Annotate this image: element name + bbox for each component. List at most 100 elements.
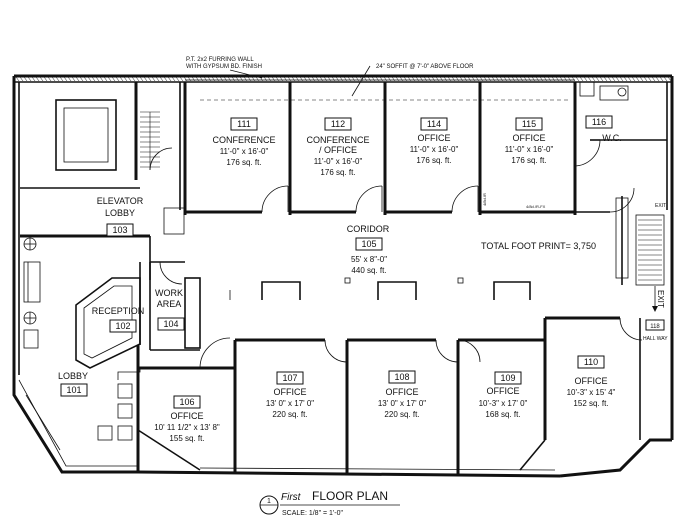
room-105-tag (355, 237, 383, 251)
room-107-dim: 13' 0" x 17' 0" (266, 399, 314, 408)
elevator-area (20, 82, 185, 280)
room-106-area: 155 sq. ft. (169, 434, 204, 443)
room-103-name2: LOBBY (105, 208, 135, 218)
title-block: 1 First FLOOR PLAN SCALE: 1/8" = 1'-0" (259, 489, 400, 517)
room-107-area: 220 sq. ft. (272, 410, 307, 419)
room-102-tag (109, 319, 137, 333)
room-108-dim: 13' 0" x 17' 0" (378, 399, 426, 408)
room-112-name: CONFERENCE (306, 135, 369, 145)
left-exterior-wall (12, 76, 138, 474)
title-script: First (281, 492, 302, 503)
room-105-name: CORIDOR (347, 224, 390, 234)
room-103-number: 103 (112, 225, 127, 235)
room-number-boxes (60, 115, 665, 409)
title-main: FLOOR PLAN (312, 489, 388, 503)
title-symbol-number: 1 (267, 498, 271, 505)
room-115-name: OFFICE (513, 133, 546, 143)
room-116-name: W.C. (602, 133, 622, 143)
room-101-tag (60, 383, 88, 397)
right-exterior-wall (559, 76, 674, 478)
room-110-dim: 10'-3" x 15' 4" (567, 388, 616, 397)
room-112-area: 176 sq. ft. (320, 168, 355, 177)
room-105-number: 105 (361, 239, 376, 249)
bottom-office-walls (136, 277, 643, 474)
room-108-name: OFFICE (386, 387, 419, 397)
room-110-number: 110 (584, 357, 598, 367)
plan-notes: P.T. 2x2 FURRING WALL WITH GYPSUM BD. FI… (186, 57, 668, 342)
room-112-name2: / OFFICE (319, 145, 357, 155)
room-108-area: 220 sq. ft. (384, 410, 419, 419)
exit-stair-label: EXIT (655, 203, 666, 209)
room-111-number: 111 (237, 119, 251, 129)
room-labels: 111 CONFERENCE 11'-0" x 16'-0" 176 sq. f… (58, 117, 660, 443)
room-101-name: LOBBY (58, 371, 88, 381)
room-107-tag (276, 371, 304, 385)
room-108-number: 108 (394, 372, 409, 382)
room-111-dim: 11'-0" x 16'-0" (220, 147, 269, 156)
room-115-area: 176 sq. ft. (511, 156, 546, 165)
room-109-number: 109 (500, 373, 515, 383)
title-scale: SCALE: 1/8" = 1'-0" (282, 510, 343, 517)
room-106-dim: 10' 11 1/2" x 13' 8" (154, 423, 220, 432)
total-footprint: TOTAL FOOT PRINT= 3,750 (481, 241, 596, 251)
room-115-dim: 11'-0" x 16'-0" (505, 145, 554, 154)
room-110-area: 152 sq. ft. (573, 399, 608, 408)
room-108-tag (388, 370, 416, 384)
room-114-area: 176 sq. ft. (416, 156, 451, 165)
room-107-name: OFFICE (274, 387, 307, 397)
room-116-number: 116 (592, 117, 606, 127)
room-111-tag (230, 117, 258, 131)
room-106-number: 106 (179, 397, 194, 407)
wc-fixtures (579, 81, 629, 141)
rated-wall-label: 4/8d./R-FX (526, 204, 546, 209)
room-106-name: OFFICE (171, 411, 204, 421)
room-109-dim: 10'-3" x 17' 0" (479, 399, 528, 408)
room-115-number: 115 (522, 119, 536, 129)
bottom-exterior-wall (137, 467, 561, 478)
room-102-name: RECEPTION (92, 306, 145, 316)
room-110-tag (577, 355, 605, 369)
room-111-area: 176 sq. ft. (226, 158, 261, 167)
room-104-name: WORK (155, 288, 183, 298)
room-114-tag (420, 117, 448, 131)
rated-wall-label-2: 4/8d./R (482, 193, 487, 206)
room-105-area: 440 sq. ft. (351, 266, 386, 275)
hall-way-label: HALL WAY (643, 336, 668, 342)
top-office-walls (183, 82, 667, 215)
room-109-name: OFFICE (487, 386, 520, 396)
room-104-name2: AREA (157, 299, 182, 309)
reception-area (75, 261, 201, 369)
top-exterior-wall (14, 74, 672, 83)
furring-note-line1: P.T. 2x2 FURRING WALL (186, 57, 254, 63)
room-102-number: 102 (115, 321, 130, 331)
room-101-number: 101 (66, 385, 81, 395)
room-105-dim: 55' x 8"-0" (351, 255, 387, 264)
soffit-note: 24" SOFFIT @ 7'-0" ABOVE FLOOR (376, 64, 474, 70)
room-116-tag (585, 115, 613, 129)
room-104-number: 104 (163, 319, 178, 329)
room-118-number: 118 (650, 324, 660, 330)
top-row-doors (261, 139, 635, 213)
room-110-name: OFFICE (575, 376, 608, 386)
room-114-dim: 11'-0" x 16'-0" (410, 145, 459, 154)
room-109-area: 168 sq. ft. (485, 410, 520, 419)
room-118-tag (645, 319, 665, 331)
lobby-furniture (23, 237, 141, 451)
furring-note-line2: WITH GYPSUM BD. FINISH (186, 64, 262, 70)
room-112-dim: 11'-0" x 16'-0" (314, 157, 363, 166)
room-115-tag (515, 117, 543, 131)
room-114-number: 114 (427, 119, 441, 129)
room-111-name: CONFERENCE (212, 135, 275, 145)
room-114-name: OFFICE (418, 133, 451, 143)
room-112-tag (324, 117, 352, 131)
room-103-tag (106, 223, 134, 237)
room-107-number: 107 (282, 373, 297, 383)
right-stair (615, 196, 665, 286)
room-106-tag (173, 395, 201, 409)
room-103-name: ELEVATOR (97, 196, 144, 206)
room-109-tag (494, 371, 522, 385)
room-104-tag (157, 317, 185, 331)
exit-label: EXIT (656, 290, 665, 308)
room-112-number: 112 (331, 119, 345, 129)
